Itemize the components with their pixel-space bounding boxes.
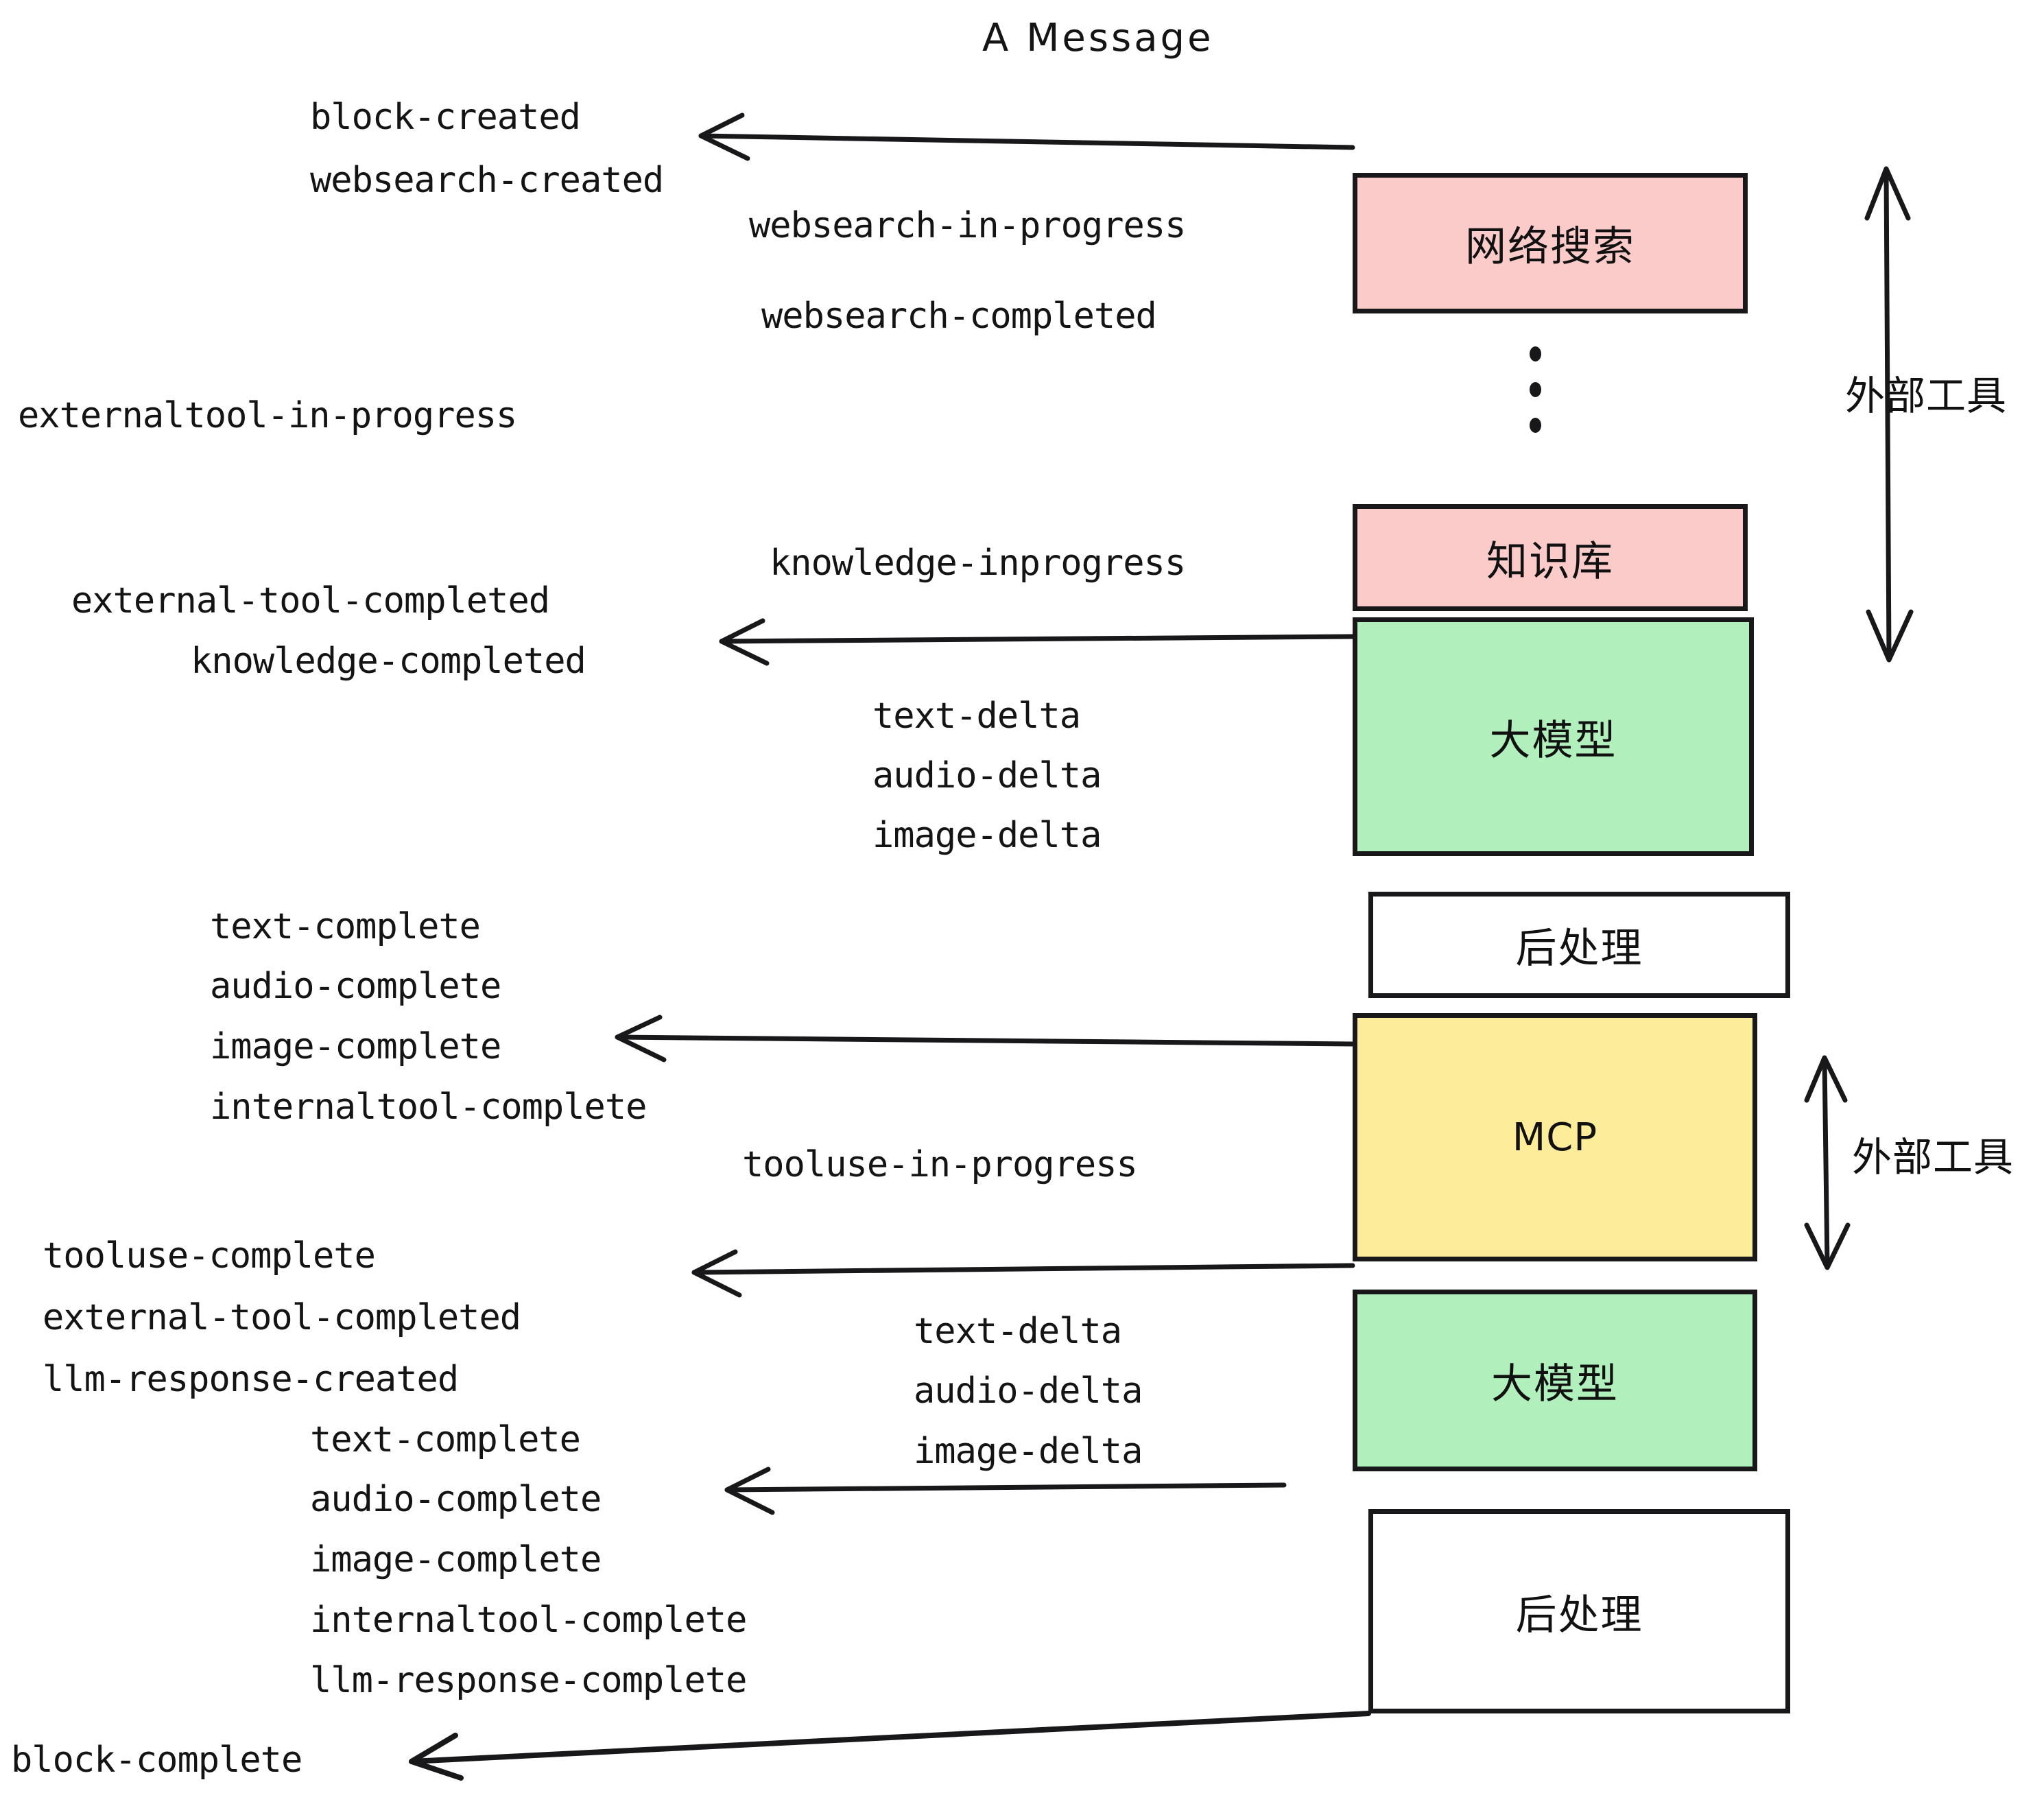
box-postprocess-top-label: 后处理	[1515, 925, 1643, 973]
event-websearch-completed: websearch-completed	[761, 296, 1157, 337]
event-llm-response-created: llm-response-created	[43, 1359, 459, 1400]
event-externaltool-in-progress: externaltool-in-progress	[18, 395, 517, 436]
event-image-complete-1: image-complete	[210, 1026, 501, 1067]
dot-2	[1530, 382, 1541, 397]
box-llm-top[interactable]: 大模型	[1353, 617, 1754, 856]
event-knowledge-completed: knowledge-completed	[191, 641, 586, 682]
box-mcp[interactable]: MCP	[1353, 1013, 1757, 1261]
event-internaltool-complete-2: internaltool-complete	[310, 1600, 747, 1641]
event-text-delta-2: text-delta	[914, 1311, 1122, 1352]
box-knowledge-label: 知识库	[1486, 537, 1614, 586]
box-llm-bottom[interactable]: 大模型	[1353, 1290, 1757, 1471]
event-external-tool-completed-1: external-tool-completed	[71, 580, 550, 621]
event-block-complete: block-complete	[11, 1740, 302, 1781]
box-llm-bottom-label: 大模型	[1491, 1360, 1619, 1408]
event-websearch-in-progress: websearch-in-progress	[749, 205, 1186, 246]
box-mcp-label: MCP	[1512, 1115, 1598, 1160]
event-tooluse-in-progress: tooluse-in-progress	[742, 1144, 1138, 1185]
event-audio-complete-2: audio-complete	[310, 1479, 602, 1520]
event-image-complete-2: image-complete	[310, 1539, 602, 1580]
box-postprocess-top[interactable]: 后处理	[1368, 892, 1790, 998]
box-llm-top-label: 大模型	[1489, 716, 1617, 765]
box-websearch-label: 网络搜索	[1465, 223, 1635, 271]
event-block-created: block-created	[310, 97, 581, 138]
event-internaltool-complete-1: internaltool-complete	[210, 1087, 647, 1128]
event-image-delta-2: image-delta	[914, 1431, 1143, 1472]
event-knowledge-inprogress: knowledge-inprogress	[770, 543, 1186, 584]
event-text-complete-2: text-complete	[310, 1419, 581, 1460]
box-postprocess-bottom-label: 后处理	[1515, 1591, 1643, 1639]
box-knowledge[interactable]: 知识库	[1353, 504, 1748, 611]
event-text-delta-1: text-delta	[872, 696, 1081, 737]
box-websearch[interactable]: 网络搜索	[1353, 173, 1748, 313]
dot-3	[1530, 418, 1541, 433]
event-image-delta-1: image-delta	[872, 815, 1102, 856]
side-label-external-tool-top: 外部工具	[1845, 372, 2008, 419]
ellipsis-dots	[1530, 346, 1541, 433]
event-audio-delta-1: audio-delta	[872, 755, 1102, 796]
event-websearch-created: websearch-created	[310, 160, 664, 201]
page-title: A Message	[982, 16, 1214, 60]
side-label-external-tool-bottom: 外部工具	[1852, 1134, 2015, 1180]
event-external-tool-completed-2: external-tool-completed	[43, 1297, 521, 1338]
dot-1	[1530, 346, 1541, 361]
event-audio-delta-2: audio-delta	[914, 1370, 1143, 1412]
box-postprocess-bottom[interactable]: 后处理	[1368, 1509, 1790, 1713]
event-tooluse-complete: tooluse-complete	[43, 1235, 376, 1277]
event-audio-complete-1: audio-complete	[210, 966, 501, 1007]
event-text-complete-1: text-complete	[210, 906, 481, 947]
event-llm-response-complete: llm-response-complete	[310, 1660, 747, 1701]
